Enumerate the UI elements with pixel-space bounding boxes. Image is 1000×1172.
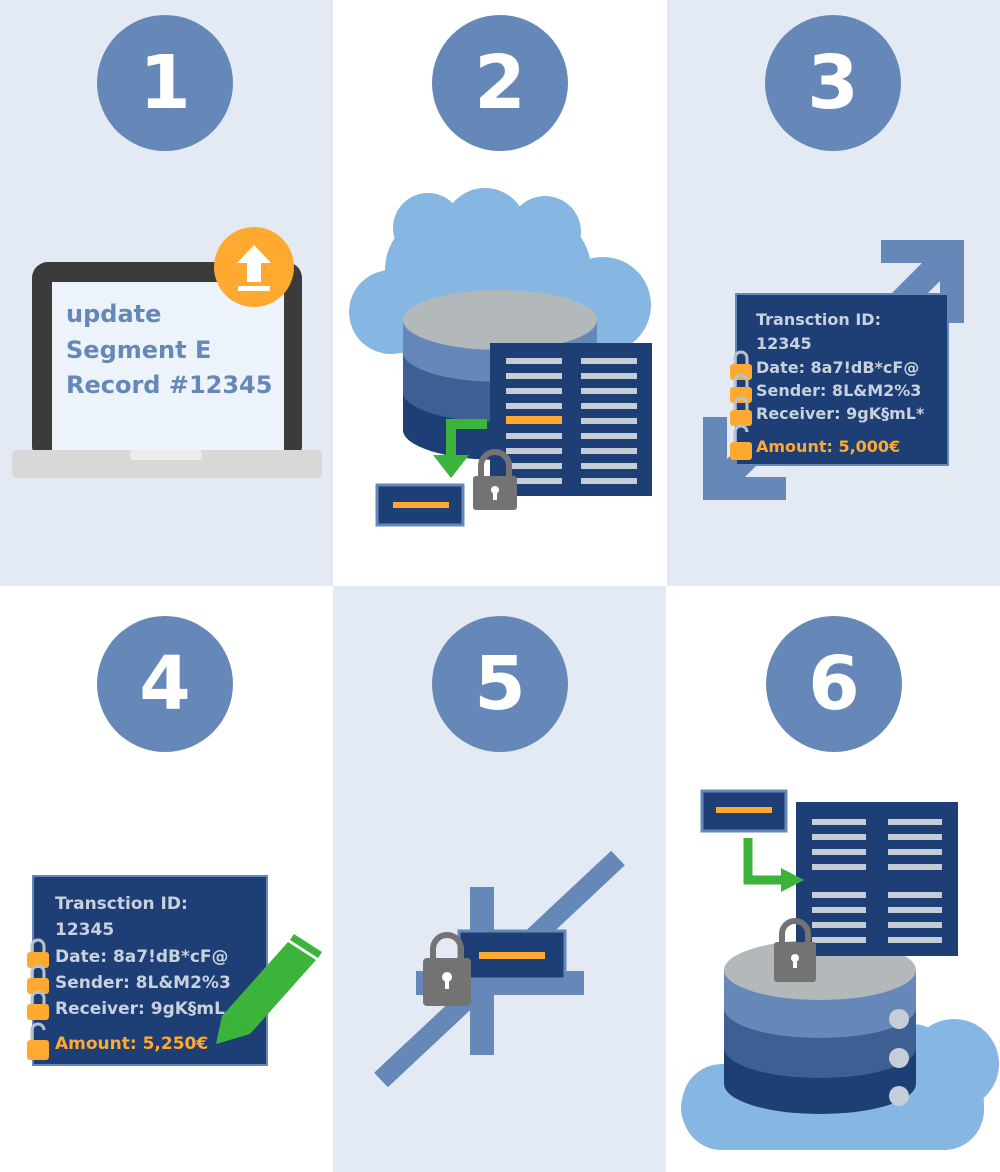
lock-icon [27,938,49,1060]
laptop-upload-icon: update Segment E Record #12345 [12,227,322,478]
step-panel-2: 2 [333,0,666,586]
encrypted-record-icon: Transction ID: 12345 Date: 8a7!dB*cF@ Se… [703,240,964,500]
screen-line-1: update [66,300,161,328]
record-date: Date: 8a7!dB*cF@ [756,358,919,377]
lock-icon [730,350,752,460]
step-panel-3: 3 Transction ID: 12345 Date: 8a7!dB*cF@ … [667,0,1000,586]
blocked-segment-icon [374,850,625,1088]
step-number-6: 6 [766,616,902,752]
step-panel-6: 6 [666,586,1000,1172]
record-id-label: Transction ID: [55,894,188,914]
record-receiver: Receiver: 9gK§mL* [756,404,925,423]
step-number-5: 5 [432,616,568,752]
step-panel-1: 1 update Segment E Record #12345 [0,0,333,586]
record-sender: Sender: 8L&M2%3 [756,381,921,400]
store-segment-database-icon [681,789,999,1150]
cloud-database-icon [349,188,652,527]
pencil-icon [216,934,322,1044]
record-id-label: Transction ID: [756,310,881,329]
step-number-4: 4 [97,616,233,752]
step-number-2: 2 [432,15,568,151]
record-id-value: 12345 [756,334,812,353]
record-id-value: 12345 [55,920,114,940]
step-number-3: 3 [765,15,901,151]
record-amount: Amount: 5,250€ [55,1034,208,1054]
step-number-1: 1 [97,15,233,151]
record-sender: Sender: 8L&M2%3 [55,973,231,993]
step-panel-5: 5 [333,586,666,1172]
screen-line-2: Segment E [66,336,211,364]
record-amount: Amount: 5,000€ [756,437,900,456]
screen-line-3: Record #12345 [66,371,272,399]
step-panel-4: 4 Transction ID: 12345 Date: 8a7!dB*cF@ … [0,586,333,1172]
edit-record-icon: Transction ID: 12345 Date: 8a7!dB*cF@ Se… [27,875,322,1066]
record-receiver: Receiver: 9gK§mL [55,999,225,1019]
record-date: Date: 8a7!dB*cF@ [55,947,229,967]
